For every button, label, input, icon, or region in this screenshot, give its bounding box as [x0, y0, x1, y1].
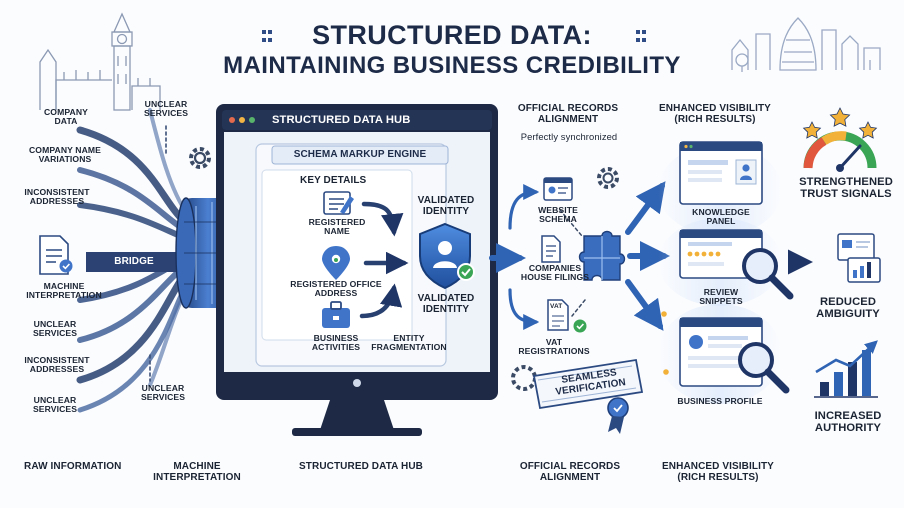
star-icon [802, 107, 878, 139]
magnifier-icon [738, 342, 790, 394]
id-card-icon [323, 191, 354, 215]
raw-item: UNCLEAR SERVICES [32, 395, 78, 415]
hub-arrows [359, 201, 409, 319]
gear-icon [597, 167, 619, 189]
key-details-heading: KEY DETAILS [300, 175, 367, 186]
outcome-label: STRENGTHENED TRUST SIGNALS [799, 176, 893, 201]
browser-window-icon [679, 141, 763, 205]
visibility-heading: ENHANCED VISIBILITY (RICH RESULTS) [659, 103, 771, 125]
briefcase-icon [322, 301, 350, 328]
outcome-label: REDUCED AMBIGUITY [816, 296, 880, 321]
records-item: VAT REGISTRATIONS [518, 337, 590, 357]
vat-document-icon [547, 299, 587, 333]
footer-stage: ENHANCED VISIBILITY (RICH RESULTS) [662, 461, 774, 483]
records-heading: OFFICIAL RECORDS ALIGNMENT [517, 103, 619, 125]
engine-title: SCHEMA MARKUP ENGINE [293, 149, 427, 160]
footer-stage: MACHINE INTERPRETATION [153, 461, 241, 483]
document-check-icon [39, 235, 73, 275]
records-to-visibility-arrows [625, 181, 670, 331]
records-arrows [508, 184, 586, 330]
raw-item: COMPANY DATA [44, 107, 88, 127]
key-detail-item: REGISTERED OFFICE ADDRESS [290, 279, 382, 299]
raw-item: COMPANY NAME VARIATIONS [28, 145, 102, 165]
raw-item: INCONSISTENT ADDRESSES [24, 355, 90, 375]
location-pin-icon [322, 246, 350, 280]
hub-window-title: STRUCTURED DATA HUB [272, 114, 411, 126]
star-icon [687, 251, 721, 257]
records-item: WEBSITE SCHEMA [538, 205, 578, 225]
shield-check-icon [419, 222, 475, 290]
records-item: COMPANIES HOUSE FILINGS [520, 263, 590, 283]
footer-stage: RAW INFORMATION [24, 461, 122, 472]
raw-item: INCONSISTENT ADDRESSES [24, 187, 90, 207]
award-ribbon-icon [511, 358, 644, 434]
outcome-label: INCREASED AUTHORITY [814, 410, 882, 435]
records-subheading: Perfectly synchronized [520, 131, 618, 142]
vat-tag: VAT [550, 303, 563, 310]
footer-stage: STRUCTURED DATA HUB [299, 461, 423, 472]
magnifier-icon [742, 248, 794, 300]
visibility-item: REVIEW SNIPPETS [699, 287, 743, 307]
visibility-item: KNOWLEDGE PANEL [692, 207, 750, 227]
bar-chart-icon [814, 340, 878, 398]
gear-icon [189, 147, 211, 169]
decorative-dots [262, 30, 646, 42]
browser-window-icon [543, 177, 573, 201]
page-title: STRUCTURED DATA: [312, 20, 592, 50]
dashboard-icon [837, 233, 881, 283]
puzzle-icon [578, 230, 626, 281]
city-skyline-icon [731, 17, 881, 72]
visibility-item: BUSINESS PROFILE [677, 396, 763, 406]
big-ben-icon [39, 12, 161, 111]
entity-fragmentation-label: ENTITY FRAGMENTATION [371, 333, 447, 353]
page-subtitle: MAINTAINING BUSINESS CREDIBILITY [223, 52, 681, 79]
key-detail-item: BUSINESS ACTIVITIES [311, 333, 361, 353]
raw-item: UNCLEAR SERVICES [143, 99, 189, 119]
bridge-label: BRIDGE [114, 256, 154, 267]
raw-item: MACHINE INTERPRETATION [26, 281, 102, 301]
document-icon [541, 235, 561, 263]
key-detail-item: REGISTERED NAME [308, 217, 366, 237]
bridge-band [86, 252, 186, 272]
footer-stage: OFFICIAL RECORDS ALIGNMENT [519, 461, 621, 483]
validated-identity-label: VALIDATED IDENTITY [417, 293, 475, 315]
validated-identity-label: VALIDATED IDENTITY [417, 195, 475, 217]
raw-item: UNCLEAR SERVICES [32, 319, 78, 339]
gauge-icon [803, 131, 877, 172]
raw-item: UNCLEAR SERVICES [140, 383, 186, 403]
